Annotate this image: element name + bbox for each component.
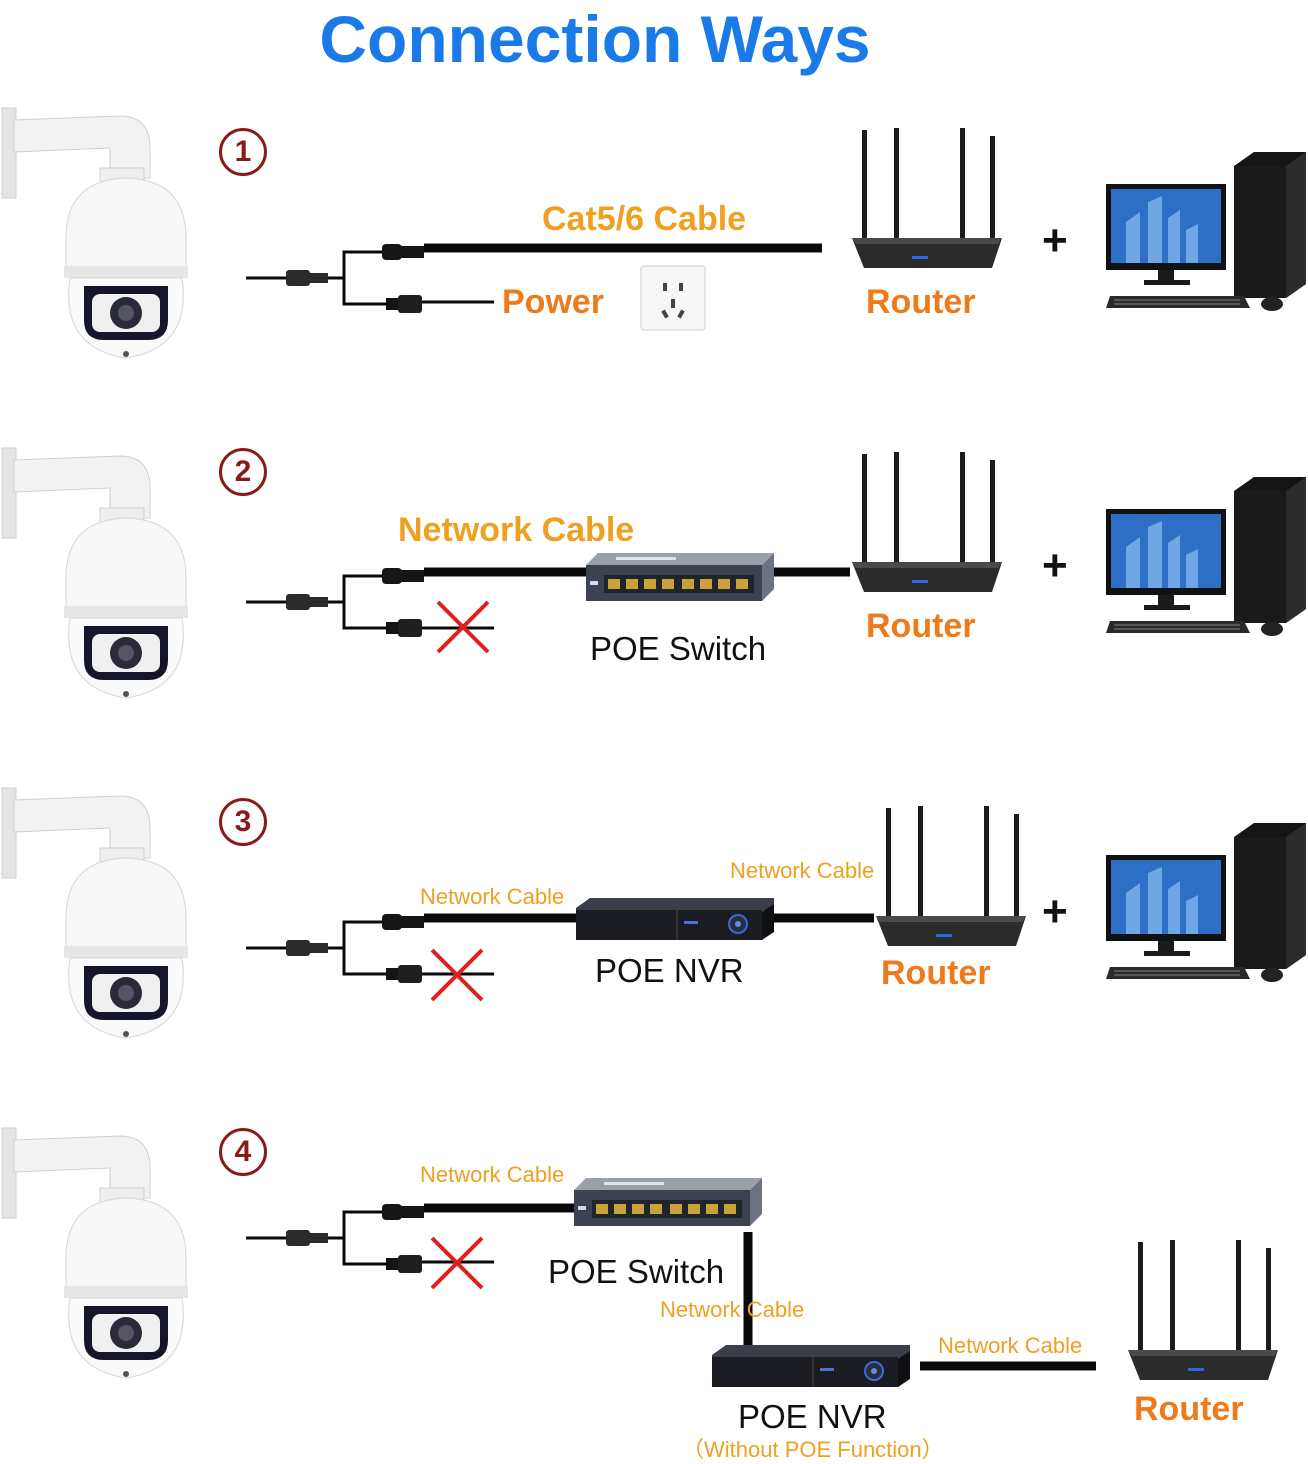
router-label: Router	[866, 607, 976, 645]
split-cable	[244, 1202, 426, 1275]
poe-nvr-label: POE NVR	[595, 952, 744, 989]
network-cable-label-right: Network Cable	[730, 858, 875, 883]
poe-switch-icon	[586, 553, 774, 601]
router-icon	[876, 806, 1026, 946]
ptz-camera-icon	[1, 1127, 189, 1379]
section-number-4: 4	[219, 1128, 267, 1176]
plus-sign: +	[1042, 541, 1068, 590]
ptz-camera-icon	[1, 787, 189, 1039]
poe-nvr-label: POE NVR	[738, 1398, 887, 1435]
nvr-icon	[575, 897, 775, 941]
router-label: Router	[1134, 1390, 1244, 1428]
ptz-camera-icon	[1, 107, 189, 359]
desktop-computer-icon	[1106, 477, 1306, 636]
split-cable	[244, 912, 426, 985]
section-number-2: 2	[219, 448, 267, 496]
nvr-note: （Without POE Function）	[682, 1437, 944, 1462]
section-number-3: 3	[219, 798, 267, 846]
section-number-1: 1	[219, 128, 267, 176]
poe-switch-label: POE Switch	[548, 1253, 725, 1290]
network-cable-label-vertical: Network Cable	[660, 1297, 805, 1322]
router-label: Router	[866, 283, 976, 321]
poe-switch-label: POE Switch	[590, 630, 767, 667]
nvr-icon	[711, 1344, 911, 1388]
power-outlet-icon	[640, 265, 706, 331]
split-cable	[244, 566, 426, 639]
desktop-computer-icon	[1106, 152, 1306, 311]
router-icon	[852, 452, 1002, 592]
desktop-computer-icon	[1106, 823, 1306, 982]
network-cable-label-top: Network Cable	[420, 1162, 565, 1187]
network-cable-label: Network Cable	[398, 511, 635, 549]
router-icon	[1128, 1240, 1278, 1380]
power-label: Power	[502, 283, 605, 321]
network-cable-label-left: Network Cable	[420, 884, 565, 909]
router-icon	[852, 128, 1002, 268]
cat-cable-label: Cat5/6 Cable	[542, 200, 747, 238]
poe-switch-icon	[574, 1178, 762, 1226]
plus-sign: +	[1042, 216, 1068, 265]
page-title: Connection Ways	[319, 2, 871, 76]
plus-sign: +	[1042, 887, 1068, 936]
ptz-camera-icon	[1, 447, 189, 699]
split-cable	[244, 242, 426, 315]
network-cable-label-nvr-router: Network Cable	[938, 1333, 1083, 1358]
router-label: Router	[881, 954, 991, 992]
